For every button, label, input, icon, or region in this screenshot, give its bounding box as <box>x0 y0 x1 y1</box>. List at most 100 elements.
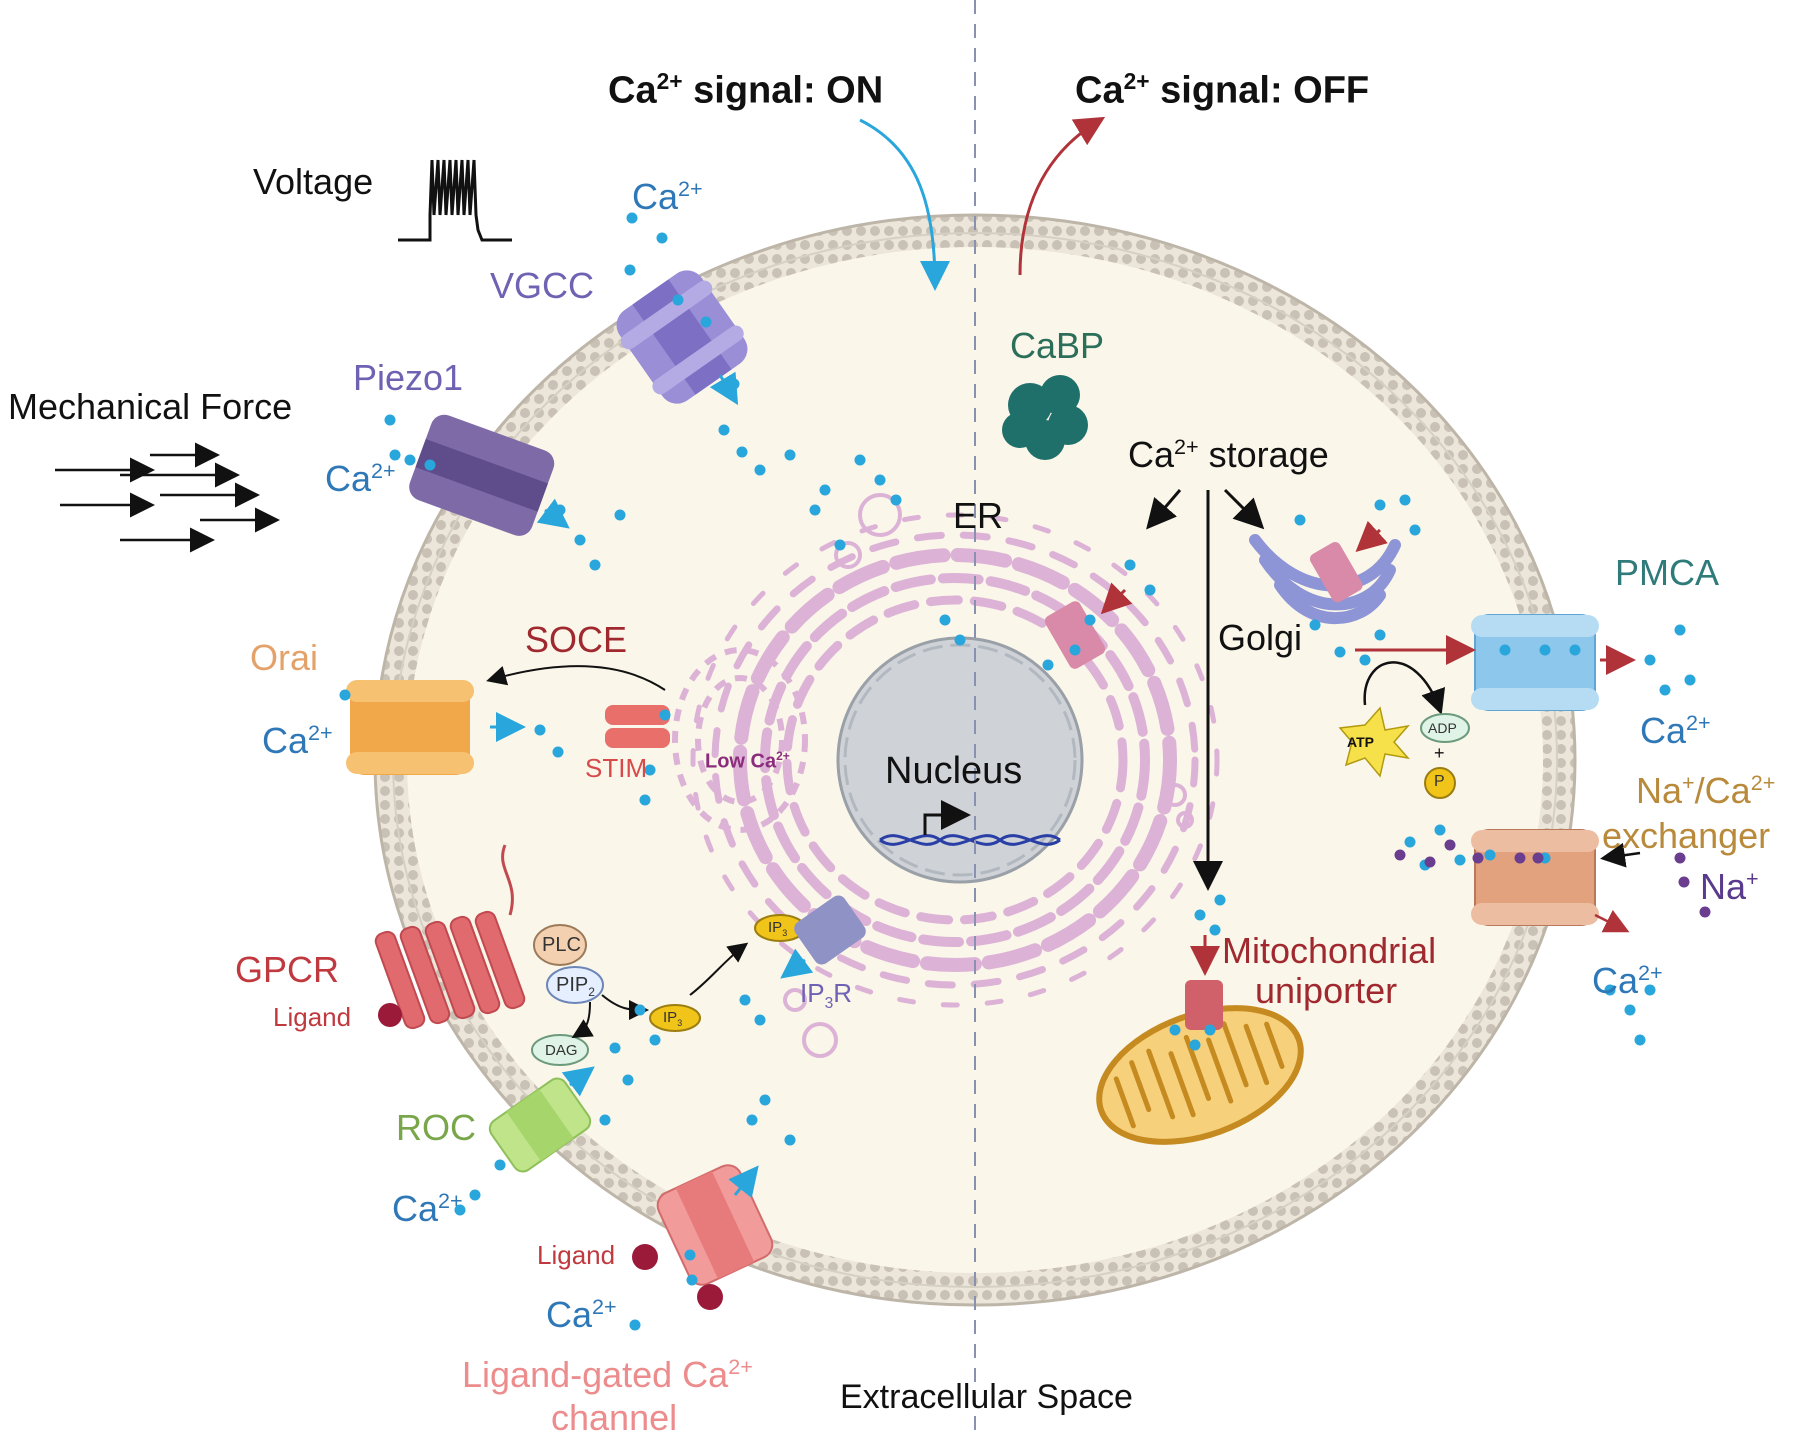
low-calcium-label: Low Ca2+ <box>705 749 790 773</box>
sodium-ion-dot <box>1444 839 1456 851</box>
pip2-label: PIP2 <box>556 974 595 999</box>
vgcc-label: VGCC <box>490 265 595 306</box>
orai-label: Orai <box>250 637 319 678</box>
orai-channel <box>346 680 474 775</box>
storage-to-golgi-arrow <box>1223 488 1265 530</box>
stim-label: STIM <box>585 753 648 783</box>
sodium-ion-dot <box>1514 852 1526 864</box>
transcription-start-arrow <box>923 800 971 835</box>
mitochondrion <box>1096 1005 1304 1145</box>
stim-protein <box>605 705 670 748</box>
lgcc-ligand-1 <box>632 1244 658 1270</box>
calcium-ion-dot <box>659 709 671 721</box>
calcium-ion-dot <box>746 1114 758 1126</box>
calcium-ion-dot <box>1359 654 1371 666</box>
soce-label: SOCE <box>525 619 628 660</box>
calcium-ion-dot <box>1144 584 1156 596</box>
calcium-ion-dot <box>644 764 656 776</box>
er-calcium-pump <box>1044 601 1106 669</box>
vgcc-influx-arrow <box>709 371 739 406</box>
calcium-ion-dot <box>1294 514 1306 526</box>
sodium-ion-dot <box>1699 906 1711 918</box>
calcium-ion-dot <box>874 474 886 486</box>
calcium-ion-dot <box>614 509 626 521</box>
cabp-protein <box>1002 375 1088 460</box>
calcium-ion-dot <box>1684 674 1696 686</box>
lgcc-ligand-label: Ligand <box>537 1240 616 1270</box>
signal-on-arrow <box>859 118 950 291</box>
calcium-ion-dot <box>1674 624 1686 636</box>
ncx-ca-out-arrow <box>1594 909 1630 933</box>
extracellular-space-label: Extracellular Space <box>840 1378 1133 1416</box>
calcium-ion-dot <box>552 746 564 758</box>
calcium-ion-dot <box>1214 894 1226 906</box>
calcium-ion-dot <box>1484 849 1496 861</box>
roc-label: ROC <box>396 1107 476 1148</box>
calcium-ion-dot <box>1604 984 1616 996</box>
piezo-influx-arrow <box>536 498 570 529</box>
calcium-storage-label: Ca2+ storage <box>1128 434 1329 475</box>
calcium-ion-dot <box>1454 854 1466 866</box>
calcium-ion-dot <box>739 994 751 1006</box>
dag-molecule <box>531 1034 589 1066</box>
golgi-label: Golgi <box>1218 617 1303 658</box>
gpcr-ligand <box>378 1003 402 1027</box>
calcium-label-orai: Ca2+ <box>262 720 333 761</box>
atp-label: ATP <box>1347 734 1374 750</box>
sodium-ions <box>1394 839 1711 918</box>
mechanical-force-arrows <box>55 442 280 553</box>
gpcr-ligand-label: Ligand <box>273 1002 352 1032</box>
ip3-label-lower: IP3 <box>663 1009 683 1028</box>
ncx-label-line2: exchanger <box>1602 815 1771 856</box>
piezo1-channel <box>409 414 555 536</box>
calcium-ion-dot <box>1644 654 1656 666</box>
ip3-to-ip3r-arrow <box>689 942 749 996</box>
soce-arrow <box>486 665 666 691</box>
golgi-pump <box>1309 542 1363 603</box>
dag-label: DAG <box>545 1042 578 1059</box>
calcium-ion-dot <box>1169 1024 1181 1036</box>
calcium-ion-dot <box>626 212 638 224</box>
ip3-label-upper: IP3 <box>768 919 788 938</box>
calcium-ion-dot <box>1539 644 1551 656</box>
plc-enzyme <box>533 924 587 966</box>
calcium-ion-dot <box>1634 1034 1646 1046</box>
calcium-ion-dot <box>574 534 586 546</box>
phosphate-molecule <box>1424 767 1456 799</box>
calcium-label-lgcc: Ca2+ <box>546 1294 617 1335</box>
calcium-ion-dot <box>1434 824 1446 836</box>
phosphate-label: P <box>1434 773 1445 790</box>
calcium-ion-dot <box>1204 1024 1216 1036</box>
calcium-ion-dot <box>1624 1004 1636 1016</box>
calcium-ion-dot <box>1374 629 1386 641</box>
calcium-ion-dot <box>1124 559 1136 571</box>
calcium-ions <box>339 212 1696 1331</box>
adp-molecule <box>1420 713 1470 743</box>
calcium-ion-dot <box>639 794 651 806</box>
lgcc-label-line1: Ligand-gated Ca2+ <box>462 1354 753 1395</box>
calcium-ion-dot <box>454 1204 466 1216</box>
pmca-label: PMCA <box>1615 552 1720 593</box>
calcium-ion-dot <box>1309 619 1321 631</box>
ncx-label-line1: Na+/Ca2+ <box>1636 770 1776 811</box>
calcium-ion-dot <box>784 1134 796 1146</box>
calcium-ion-dot <box>1042 659 1054 671</box>
calcium-ion-dot <box>1194 909 1206 921</box>
sodium-label: Na+ <box>1700 866 1759 907</box>
ncx-na-in-arrow <box>1600 842 1641 868</box>
calcium-label-roc: Ca2+ <box>392 1188 463 1229</box>
calcium-ion-dot <box>954 634 966 646</box>
calcium-ion-dot <box>622 1074 634 1086</box>
ip3r-label: IP3R <box>800 978 853 1013</box>
calcium-ion-dot <box>339 689 351 701</box>
golgi-pump-arrow <box>1355 520 1388 553</box>
calcium-ion-dot <box>1334 646 1346 658</box>
sodium-ion-dot <box>1472 852 1484 864</box>
sodium-ion-dot <box>1674 852 1686 864</box>
ip3r-release-arrow <box>780 948 814 979</box>
calcium-ion-dot <box>1084 614 1096 626</box>
signal-off-arrow <box>1018 116 1106 276</box>
signal-off-header: Ca2+ signal: OFF <box>1075 68 1370 112</box>
calcium-ion-dot <box>939 614 951 626</box>
